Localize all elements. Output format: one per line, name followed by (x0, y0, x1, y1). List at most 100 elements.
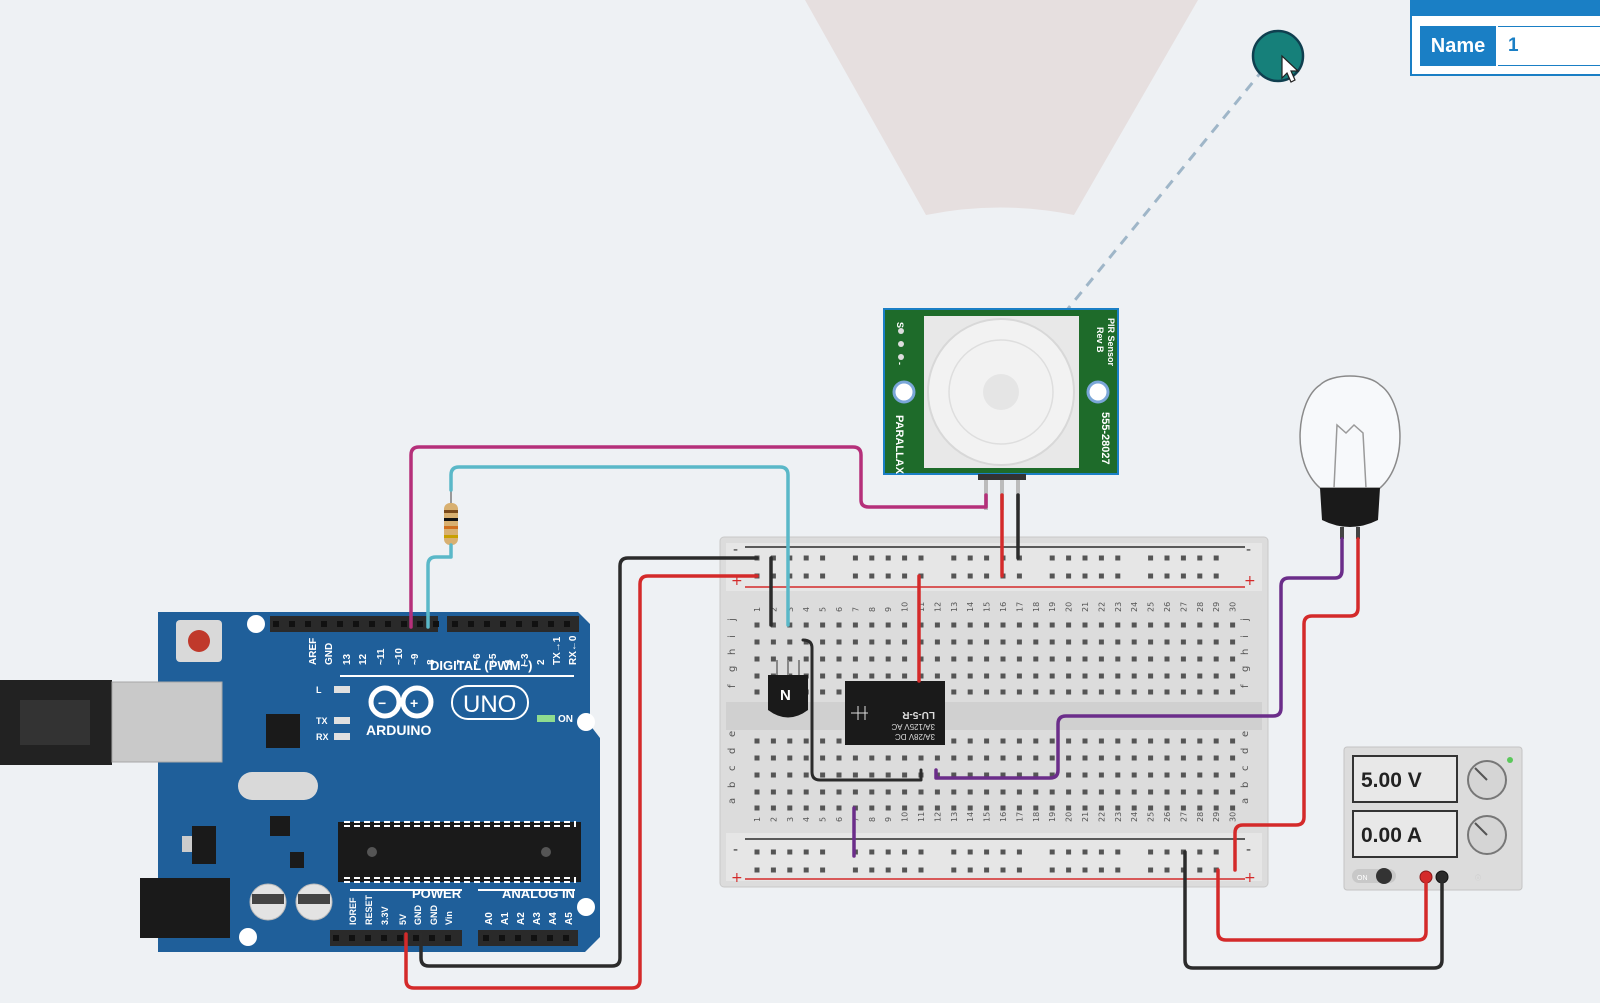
terminal-hole[interactable] (1066, 805, 1072, 811)
rail-hole[interactable] (1180, 555, 1186, 561)
header-hole[interactable] (397, 935, 403, 941)
terminal-hole[interactable] (934, 755, 940, 761)
terminal-hole[interactable] (1148, 772, 1154, 778)
terminal-hole[interactable] (1033, 755, 1039, 761)
terminal-hole[interactable] (1180, 639, 1186, 645)
terminal-hole[interactable] (787, 789, 793, 795)
rail-hole[interactable] (951, 573, 957, 579)
terminal-hole[interactable] (984, 622, 990, 628)
header-hole[interactable] (385, 621, 391, 627)
header-hole[interactable] (547, 935, 553, 941)
terminal-hole[interactable] (951, 673, 957, 679)
terminal-hole[interactable] (1230, 805, 1236, 811)
rail-hole[interactable] (869, 849, 875, 855)
rail-hole[interactable] (803, 867, 809, 873)
terminal-hole[interactable] (1033, 789, 1039, 795)
terminal-hole[interactable] (1180, 738, 1186, 744)
power-switch-toggle[interactable] (1376, 868, 1392, 884)
header-hole[interactable] (433, 621, 439, 627)
header-hole[interactable] (289, 621, 295, 627)
rail-hole[interactable] (754, 867, 760, 873)
rail-hole[interactable] (1016, 867, 1022, 873)
terminal-hole[interactable] (984, 673, 990, 679)
terminal-hole[interactable] (984, 789, 990, 795)
terminal-hole[interactable] (803, 656, 809, 662)
terminal-hole[interactable] (1049, 755, 1055, 761)
terminal-hole[interactable] (1049, 772, 1055, 778)
terminal-hole[interactable] (820, 689, 826, 695)
header-hole[interactable] (500, 621, 506, 627)
rail-hole[interactable] (984, 573, 990, 579)
wire-red-bulb[interactable] (1233, 537, 1360, 872)
rail-hole[interactable] (1066, 555, 1072, 561)
terminal-hole[interactable] (754, 656, 760, 662)
terminal-hole[interactable] (1197, 805, 1203, 811)
terminal-hole[interactable] (1213, 805, 1219, 811)
terminal-hole[interactable] (934, 639, 940, 645)
terminal-hole[interactable] (1213, 789, 1219, 795)
bulb-terminal-2[interactable] (1356, 527, 1360, 539)
terminal-hole[interactable] (1098, 689, 1104, 695)
terminal-hole[interactable] (1197, 755, 1203, 761)
terminal-hole[interactable] (1230, 772, 1236, 778)
terminal-hole[interactable] (1049, 689, 1055, 695)
rail-hole[interactable] (1148, 573, 1154, 579)
terminal-hole[interactable] (820, 772, 826, 778)
terminal-hole[interactable] (1098, 772, 1104, 778)
rail-hole[interactable] (820, 573, 826, 579)
terminal-hole[interactable] (836, 789, 842, 795)
rail-hole[interactable] (820, 867, 826, 873)
rail-hole[interactable] (885, 849, 891, 855)
terminal-hole[interactable] (1016, 639, 1022, 645)
terminal-hole[interactable] (1131, 673, 1137, 679)
terminal-hole[interactable] (1230, 689, 1236, 695)
terminal-hole[interactable] (885, 772, 891, 778)
terminal-hole[interactable] (967, 639, 973, 645)
terminal-hole[interactable] (885, 656, 891, 662)
rail-hole[interactable] (787, 573, 793, 579)
header-hole[interactable] (365, 935, 371, 941)
terminal-hole[interactable] (1131, 622, 1137, 628)
terminal-hole[interactable] (951, 656, 957, 662)
terminal-hole[interactable] (1016, 673, 1022, 679)
terminal-hole[interactable] (918, 789, 924, 795)
rail-hole[interactable] (770, 849, 776, 855)
rail-hole[interactable] (918, 555, 924, 561)
terminal-hole[interactable] (1213, 639, 1219, 645)
rail-hole[interactable] (1066, 849, 1072, 855)
terminal-hole[interactable] (787, 755, 793, 761)
terminal-hole[interactable] (1213, 738, 1219, 744)
terminal-hole[interactable] (1049, 639, 1055, 645)
terminal-hole[interactable] (1066, 738, 1072, 744)
rail-hole[interactable] (1115, 555, 1121, 561)
terminal-hole[interactable] (1148, 689, 1154, 695)
terminal-hole[interactable] (1082, 772, 1088, 778)
terminal-hole[interactable] (902, 805, 908, 811)
header-hole[interactable] (333, 935, 339, 941)
terminal-hole[interactable] (754, 639, 760, 645)
terminal-hole[interactable] (967, 673, 973, 679)
terminal-hole[interactable] (1082, 805, 1088, 811)
terminal-hole[interactable] (1066, 622, 1072, 628)
terminal-hole[interactable] (1164, 772, 1170, 778)
pir-sensor[interactable]: S - PARALLAX PIR Sensor Rev B 555-28027 (883, 308, 1119, 510)
terminal-hole[interactable] (1115, 789, 1121, 795)
terminal-hole[interactable] (1115, 689, 1121, 695)
rail-hole[interactable] (1213, 573, 1219, 579)
rail-hole[interactable] (803, 849, 809, 855)
terminal-hole[interactable] (869, 805, 875, 811)
terminal-hole[interactable] (1066, 639, 1072, 645)
terminal-hole[interactable] (1115, 738, 1121, 744)
terminal-hole[interactable] (951, 755, 957, 761)
terminal-hole[interactable] (1066, 755, 1072, 761)
terminal-hole[interactable] (967, 789, 973, 795)
rail-hole[interactable] (1082, 867, 1088, 873)
terminal-hole[interactable] (967, 738, 973, 744)
terminal-hole[interactable] (1082, 738, 1088, 744)
terminal-hole[interactable] (885, 639, 891, 645)
wire-black-psu-negative[interactable] (1183, 850, 1444, 970)
rail-hole[interactable] (918, 573, 924, 579)
terminal-hole[interactable] (1000, 656, 1006, 662)
terminal-hole[interactable] (967, 622, 973, 628)
terminal-hole[interactable] (803, 805, 809, 811)
